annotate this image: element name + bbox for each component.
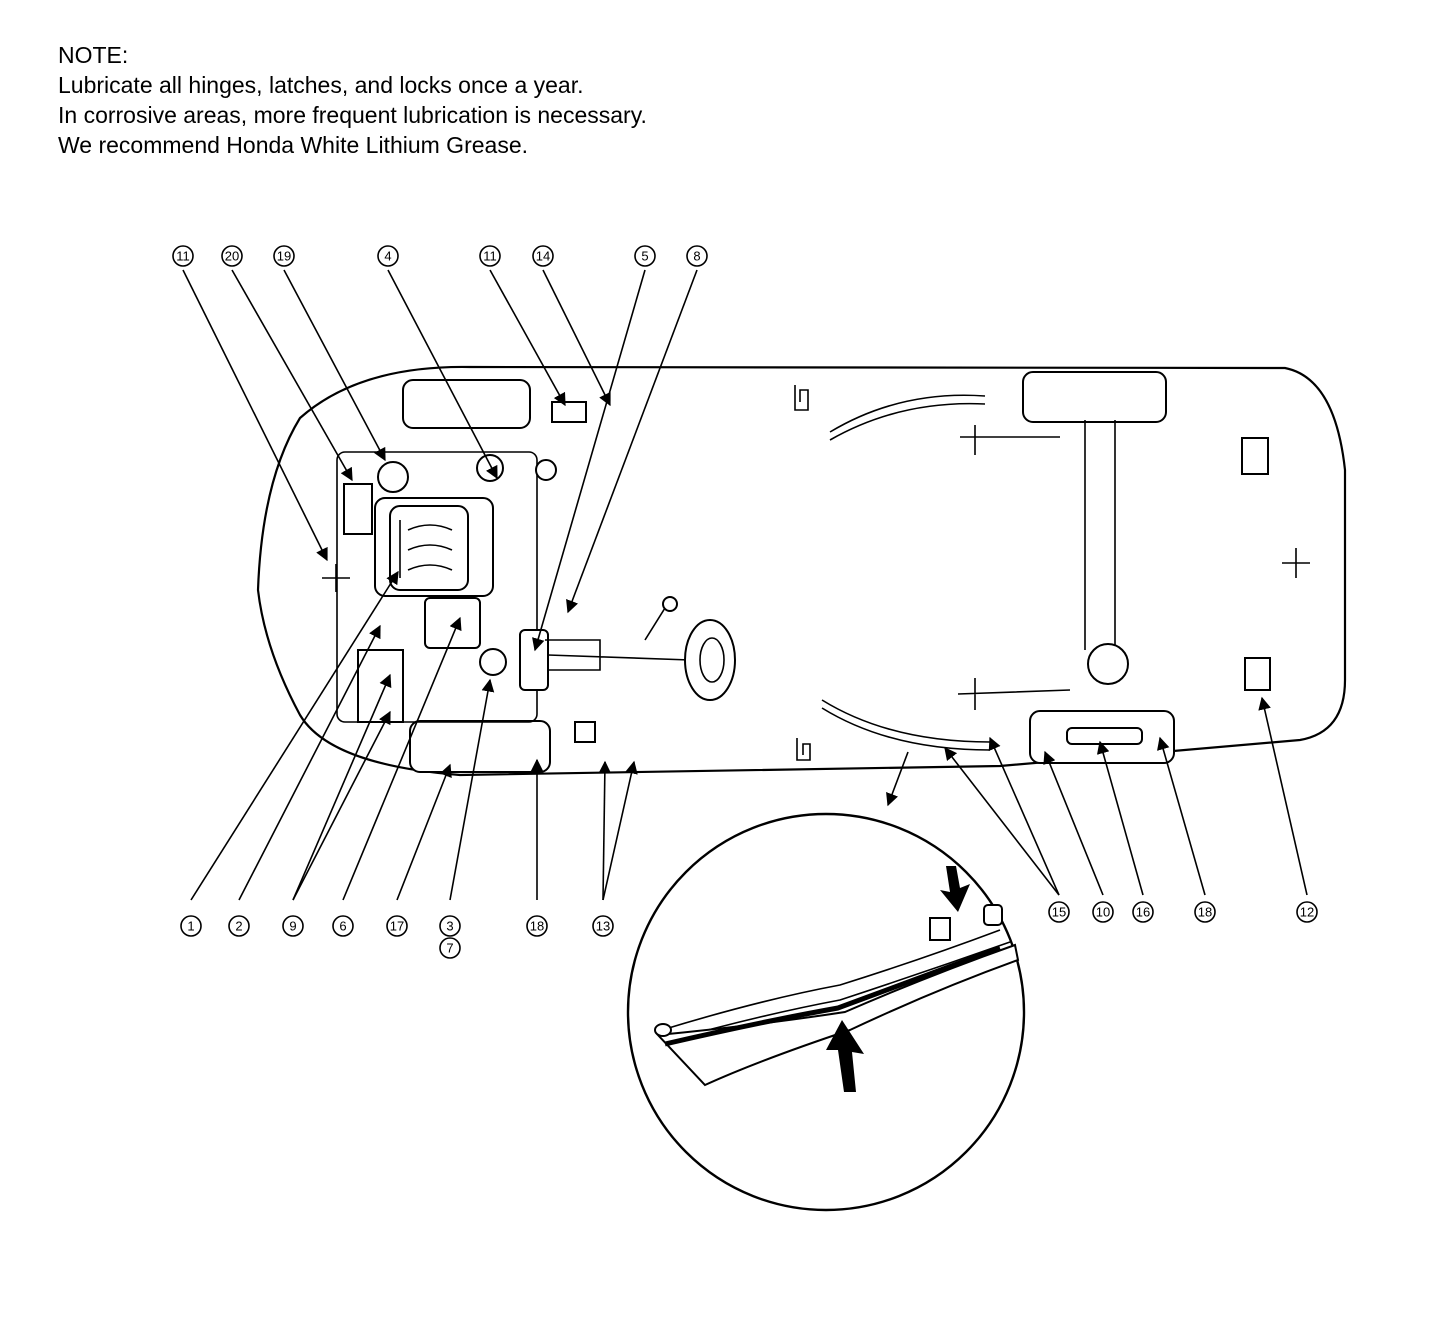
steering-column bbox=[545, 639, 691, 671]
note-line-1: Lubricate all hinges, latches, and locks… bbox=[58, 72, 584, 98]
steering-wheel bbox=[684, 619, 736, 701]
hood-latch-cross bbox=[322, 564, 350, 592]
callout-bottom-8: 18 bbox=[530, 919, 544, 934]
front-right-wheel bbox=[409, 720, 551, 773]
callout-top-2: 20 bbox=[225, 249, 239, 264]
callout-bottom-5: 17 bbox=[390, 919, 404, 934]
callout-bottom-13: 18 bbox=[1198, 905, 1212, 920]
top-callouts: 11 20 19 4 11 14 5 8 bbox=[172, 245, 708, 267]
parking-brake-knob bbox=[662, 596, 678, 612]
lubrication-note: NOTE: Lubricate all hinges, latches, and… bbox=[58, 40, 647, 160]
rear-axle bbox=[1084, 420, 1116, 650]
callout-top-3: 19 bbox=[277, 249, 291, 264]
callout-top-4: 4 bbox=[384, 249, 391, 264]
rear-link-lower bbox=[957, 678, 1071, 710]
rear-lock-icon-bottom bbox=[796, 738, 811, 761]
callout-bottom-1: 1 bbox=[187, 919, 194, 934]
callout-bottom-3: 9 bbox=[289, 919, 296, 934]
front-door-hinge-lower bbox=[574, 721, 596, 743]
callout-bottom-9: 13 bbox=[596, 919, 610, 934]
steering-wheel-hub bbox=[699, 637, 725, 683]
grease-point-arrow-bottom bbox=[826, 1020, 864, 1092]
seat-rail-upper bbox=[829, 394, 986, 441]
note-line-3: We recommend Honda White Lithium Grease. bbox=[58, 132, 528, 158]
callout-top-6: 14 bbox=[536, 249, 550, 264]
strut-top-right bbox=[479, 648, 507, 676]
grease-point-arrow-top bbox=[940, 866, 970, 912]
front-door-hinge-upper bbox=[551, 401, 587, 423]
callout-bottom-14: 12 bbox=[1300, 905, 1314, 920]
note-heading: NOTE: bbox=[58, 42, 129, 68]
seat-rail-lower bbox=[821, 699, 991, 751]
transmission bbox=[424, 597, 481, 649]
callout-top-5: 11 bbox=[483, 249, 497, 264]
rear-lock-icon-top bbox=[794, 385, 809, 411]
fuse-box bbox=[343, 483, 373, 535]
front-left-wheel bbox=[402, 379, 531, 429]
trunk-latch bbox=[1066, 727, 1143, 745]
rear-shock-lower bbox=[1087, 643, 1129, 685]
callout-bottom-4: 6 bbox=[339, 919, 346, 934]
bottom-callout-leaders bbox=[190, 570, 1308, 901]
fuel-door-cross bbox=[1282, 548, 1310, 578]
engine-bay bbox=[336, 451, 538, 723]
note-line-2: In corrosive areas, more frequent lubric… bbox=[58, 102, 647, 128]
vehicle-body-outline bbox=[256, 365, 1347, 777]
callout-bottom-7: 7 bbox=[446, 941, 453, 956]
callout-bottom-12: 16 bbox=[1136, 905, 1150, 920]
rear-left-wheel bbox=[1022, 371, 1167, 423]
alternator bbox=[377, 461, 409, 493]
intake-runners bbox=[399, 520, 453, 578]
bottom-callouts: 1 2 9 6 17 3 7 18 13 15 10 16 18 12 bbox=[180, 901, 1318, 959]
brake-master-cylinder bbox=[519, 629, 549, 691]
callout-bottom-11: 10 bbox=[1096, 905, 1110, 920]
callout-bottom-6: 3 bbox=[446, 919, 453, 934]
callout-top-8: 8 bbox=[693, 249, 700, 264]
strut-top-left bbox=[476, 454, 504, 482]
steering-pivot bbox=[535, 459, 557, 481]
callout-top-7: 5 bbox=[641, 249, 648, 264]
callout-bottom-2: 2 bbox=[235, 919, 242, 934]
rear-link-upper bbox=[960, 425, 1060, 455]
sliding-rail-detail bbox=[654, 866, 1020, 1092]
top-callout-leaders bbox=[182, 269, 698, 652]
battery bbox=[357, 649, 404, 723]
rear-door-hinge-bottom bbox=[1244, 657, 1271, 691]
rear-door-hinge-top bbox=[1241, 437, 1269, 475]
intake-manifold bbox=[389, 505, 469, 591]
callout-bottom-10: 15 bbox=[1052, 905, 1066, 920]
callout-top-1: 11 bbox=[176, 249, 190, 264]
detail-pointer bbox=[886, 751, 909, 807]
